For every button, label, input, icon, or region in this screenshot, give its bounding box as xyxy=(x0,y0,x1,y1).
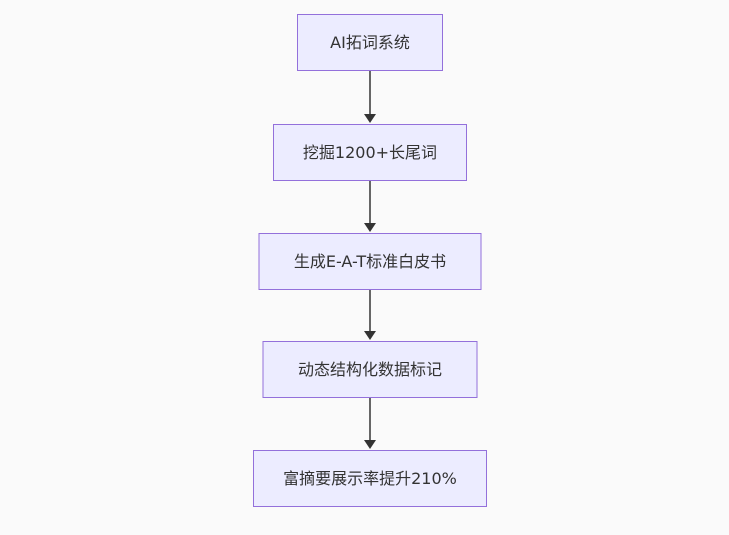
flow-node-structured-data-markup: 动态结构化数据标记 xyxy=(262,341,478,398)
edge-4-5 xyxy=(364,398,376,449)
node-label: 富摘要展示率提升210% xyxy=(283,468,457,488)
node-label: 生成E-A-T标准白皮书 xyxy=(293,251,447,271)
arrowhead-down-icon xyxy=(364,440,376,449)
flow-node-rich-snippet-result: 富摘要展示率提升210% xyxy=(253,450,487,507)
flow-node-ai-keyword-system: AI拓词系统 xyxy=(297,14,443,71)
node-label: 动态结构化数据标记 xyxy=(297,359,442,379)
edge-line xyxy=(369,290,371,331)
arrowhead-down-icon xyxy=(364,223,376,232)
flow-node-eat-whitepaper: 生成E-A-T标准白皮书 xyxy=(258,233,482,290)
edge-line xyxy=(369,181,371,223)
edge-3-4 xyxy=(364,290,376,340)
edge-line xyxy=(369,71,371,114)
node-label: 挖掘1200+长尾词 xyxy=(302,142,438,162)
edge-line xyxy=(369,398,371,440)
edge-1-2 xyxy=(364,71,376,123)
arrowhead-down-icon xyxy=(364,114,376,123)
node-label: AI拓词系统 xyxy=(330,32,410,52)
arrowhead-down-icon xyxy=(364,331,376,340)
flow-node-longtail-keywords: 挖掘1200+长尾词 xyxy=(273,124,467,181)
edge-2-3 xyxy=(364,181,376,232)
